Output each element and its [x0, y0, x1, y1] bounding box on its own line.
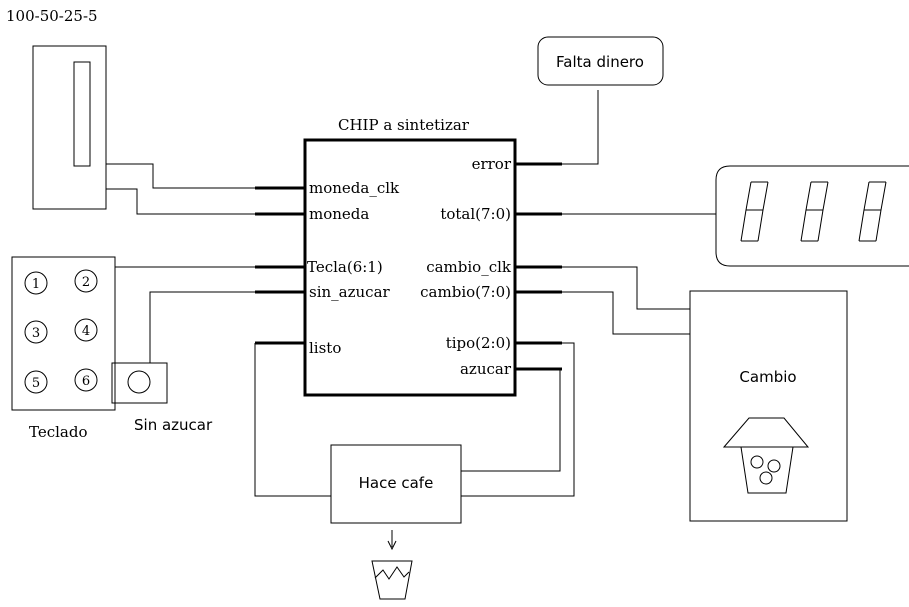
coin-acceptor [32, 45, 107, 210]
cup-icon [371, 560, 413, 600]
sugar-button-knob [127, 370, 151, 394]
pin-cambio-clk: cambio_clk [426, 258, 512, 276]
key-2: 2 [82, 275, 90, 290]
wires [106, 90, 716, 497]
keypad-label: Teclado [29, 423, 88, 441]
key-6: 6 [82, 374, 90, 389]
pin-listo: listo [309, 339, 341, 357]
pin-azucar: azucar [460, 360, 512, 378]
error-box [537, 36, 664, 86]
coffee-maker-label: Hace cafe [359, 474, 434, 492]
sugar-button-box [111, 362, 168, 404]
coin-acceptor-label: 100-50-25-5 [6, 7, 98, 25]
key-1: 1 [32, 277, 40, 292]
keypad-keys [24, 269, 98, 394]
key-3: 3 [32, 326, 40, 341]
pin-total: total(7:0) [440, 205, 511, 223]
coin-cup-icon [722, 417, 810, 494]
keypad-box [11, 256, 116, 411]
pin-moneda-clk: moneda_clk [309, 179, 400, 197]
key-4: 4 [82, 324, 90, 339]
pin-cambio: cambio(7:0) [420, 283, 511, 301]
coffee-maker-box [330, 444, 462, 524]
pin-moneda: moneda [309, 205, 369, 223]
pin-tipo: tipo(2:0) [446, 334, 511, 352]
pin-error: error [472, 155, 512, 173]
down-arrow-icon [387, 530, 397, 551]
change-box [689, 290, 848, 522]
pin-sin-azucar: sin_azucar [309, 283, 391, 301]
sugar-button-label: Sin azucar [134, 416, 213, 434]
chip-title: CHIP a sintetizar [338, 116, 470, 134]
display-digits [740, 181, 887, 242]
pin-tecla: Tecla(6:1) [307, 258, 383, 276]
error-box-label: Falta dinero [556, 53, 644, 71]
key-5: 5 [32, 376, 40, 391]
chip-pins [255, 162, 562, 371]
total-display [715, 165, 909, 267]
change-box-label: Cambio [739, 368, 796, 386]
